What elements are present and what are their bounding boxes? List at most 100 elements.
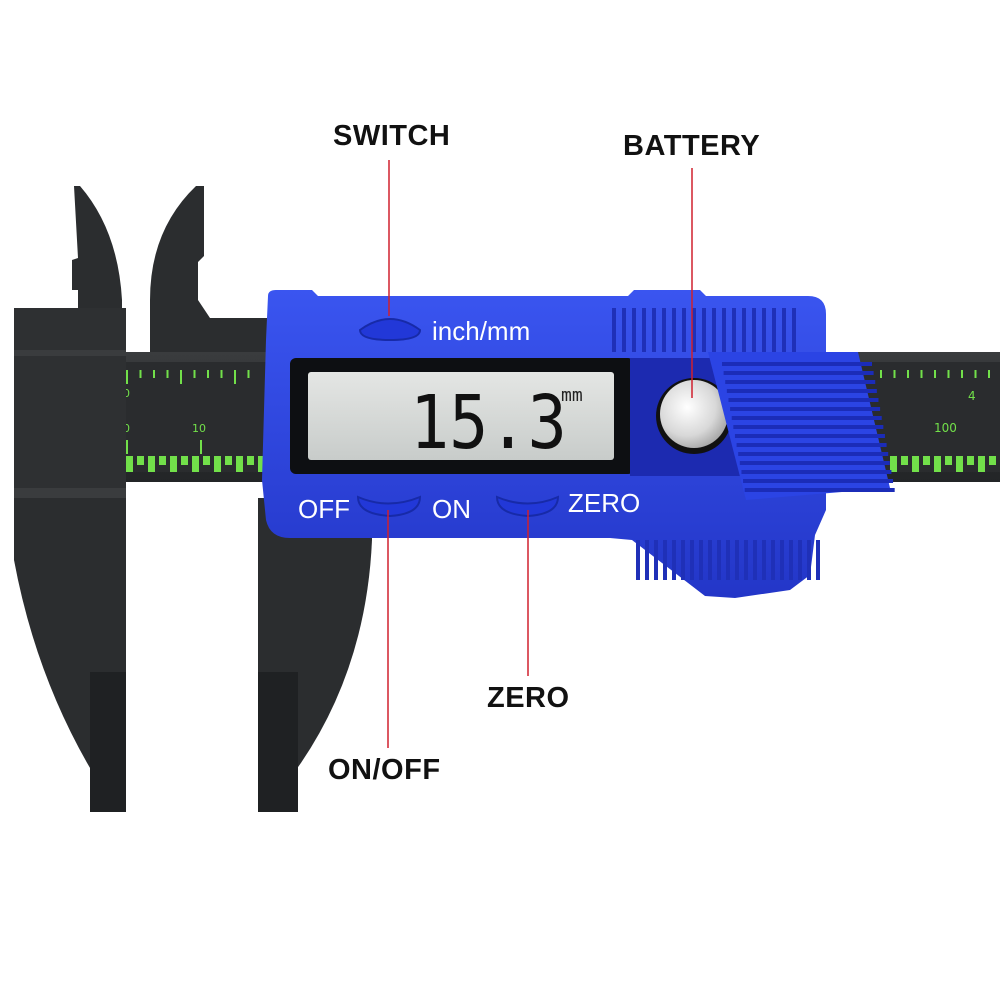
mm-tick <box>159 456 166 465</box>
mm-tick <box>978 456 985 472</box>
inch-tick <box>139 370 142 378</box>
inch-mark-0: 0 <box>123 387 130 400</box>
grip-ridge <box>712 308 716 352</box>
inch-tick <box>153 370 155 378</box>
grip-ridge <box>681 540 685 580</box>
cover-ridge <box>741 470 892 474</box>
mm-tick <box>137 456 144 465</box>
grip-ridge <box>782 308 786 352</box>
grip-ridge <box>622 308 626 352</box>
grip-ridge <box>645 540 649 580</box>
grip-ridge <box>792 308 796 352</box>
cover-ridge <box>731 416 882 420</box>
mm-mark-10: 10 <box>192 422 206 435</box>
lcd-display: 15.3 mm <box>290 358 634 474</box>
cover-ridge <box>723 371 874 375</box>
mm-tick <box>923 456 930 465</box>
mm-tick <box>890 456 897 472</box>
mm-tick <box>912 456 919 472</box>
cover-ridge <box>728 398 879 402</box>
mm-tick <box>170 456 177 472</box>
switch-callout: SWITCH <box>333 120 451 152</box>
inch-tick <box>180 370 182 384</box>
inch-tick <box>880 370 882 378</box>
grip-ridge <box>654 540 658 580</box>
grip-ridge <box>702 308 706 352</box>
inch-tick <box>207 370 209 378</box>
on-off-button[interactable] <box>356 495 422 518</box>
grip-ridge <box>642 308 646 352</box>
battery-cover[interactable] <box>708 352 895 500</box>
mm-mark-100: 100 <box>934 421 957 435</box>
inch-tick <box>988 370 990 378</box>
cover-ridge <box>734 434 885 438</box>
grip-ridge <box>762 540 766 580</box>
mm-tick <box>956 456 963 472</box>
callout-lines <box>387 160 693 748</box>
grip-ridge <box>732 308 736 352</box>
grip-ridge <box>735 540 739 580</box>
on-label: ON <box>432 494 471 524</box>
off-label: OFF <box>298 494 350 524</box>
mm-tick <box>945 456 952 465</box>
inch-tick <box>947 370 950 378</box>
mm-tick <box>181 456 188 465</box>
battery-callout: BATTERY <box>623 130 761 162</box>
inch-tick <box>234 370 236 384</box>
grip-ridge <box>652 308 656 352</box>
grip-ridge <box>742 308 746 352</box>
mm-mark-0: 0 <box>123 422 130 435</box>
grip-ridge <box>753 540 757 580</box>
grip-ridge <box>699 540 703 580</box>
grip-ridge <box>672 308 676 352</box>
mm-tick <box>148 456 155 472</box>
grip-ridge <box>772 308 776 352</box>
grip-ridge <box>762 308 766 352</box>
grip-ridge <box>682 308 686 352</box>
battery-coin-icon <box>660 380 728 448</box>
cover-ridge <box>736 443 887 447</box>
mm-tick <box>214 456 221 472</box>
grip-ridge <box>771 540 775 580</box>
inch-tick <box>974 370 977 378</box>
inch-tick <box>126 370 128 384</box>
grip-ridge <box>722 308 726 352</box>
cover-ridge <box>725 380 876 384</box>
measurement-scale: 0 4 0 10 100 <box>123 370 996 472</box>
inch-mark-4: 4 <box>968 389 976 403</box>
grip-ridge <box>807 540 811 580</box>
grip-ridge <box>672 540 676 580</box>
on-off-callout: ON/OFF <box>328 754 441 786</box>
unit-switch-label: inch/mm <box>432 316 530 346</box>
grip-ridge <box>717 540 721 580</box>
unit-switch-button[interactable] <box>358 318 422 342</box>
grip-ridge <box>662 308 666 352</box>
inch-tick <box>920 370 923 378</box>
mm-tick <box>126 440 128 454</box>
zero-callout: ZERO <box>487 682 570 714</box>
zero-button-label: ZERO <box>568 488 640 518</box>
lcd-unit: mm <box>561 385 583 406</box>
grip-ridge <box>708 540 712 580</box>
inch-tick <box>247 370 250 378</box>
inch-tick <box>220 370 223 378</box>
inch-tick <box>934 370 936 378</box>
grip-ridge <box>663 540 667 580</box>
zero-button[interactable] <box>495 495 560 518</box>
cover-ridge <box>744 488 895 492</box>
grip-ridge <box>744 540 748 580</box>
mm-tick <box>200 440 202 454</box>
inch-tick <box>193 370 196 378</box>
grip-ridge <box>816 540 820 580</box>
inch-tick <box>907 370 909 378</box>
mm-tick <box>192 456 199 472</box>
grip-ridge <box>612 308 616 352</box>
grip-ridge <box>690 540 694 580</box>
lcd-reading: 15.3 <box>410 380 567 466</box>
mm-tick <box>236 456 243 472</box>
mm-tick <box>258 456 265 472</box>
grip-ridge <box>692 308 696 352</box>
grip-ridge <box>789 540 793 580</box>
inch-tick <box>166 370 169 378</box>
